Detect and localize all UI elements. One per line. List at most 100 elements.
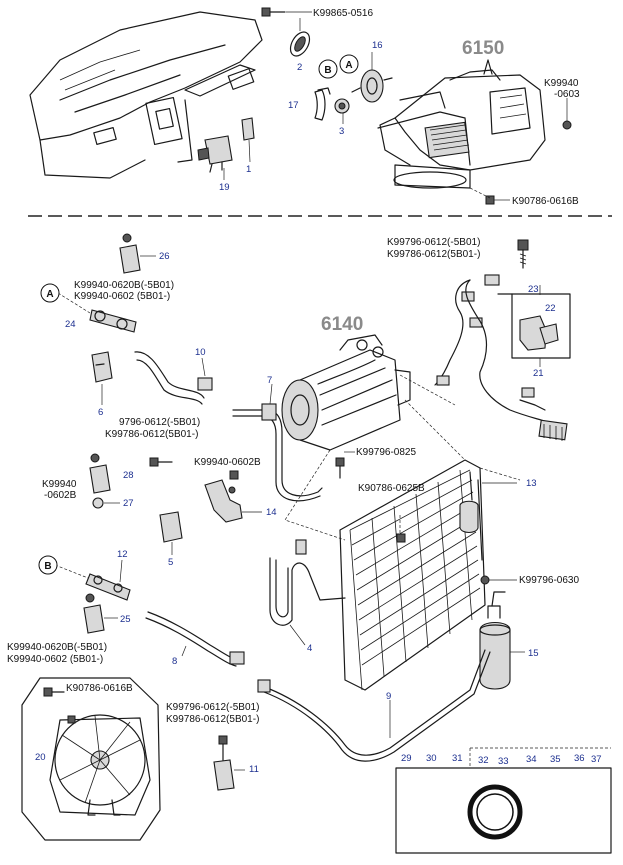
part-20-fan bbox=[21, 677, 161, 841]
item-number-29: 29 bbox=[401, 753, 412, 764]
svg-text:A: A bbox=[345, 60, 352, 71]
item-number-28: 28 bbox=[123, 470, 134, 481]
item-number-26: 26 bbox=[159, 251, 170, 262]
code-k99940-left: K99940 bbox=[42, 479, 77, 490]
item-number-12: 12 bbox=[117, 549, 128, 560]
assembly-code-6150: 6150 bbox=[462, 38, 504, 59]
svg-text:B: B bbox=[324, 65, 331, 76]
item-number-24: 24 bbox=[65, 319, 76, 330]
item-number-6: 6 bbox=[98, 407, 103, 418]
part-18-harness bbox=[434, 274, 568, 441]
part-21-switch-box bbox=[497, 285, 571, 367]
item-number-21: 21 bbox=[533, 368, 544, 379]
code-k99940-0602-lower: K99940-0602 (5B01-) bbox=[7, 654, 103, 665]
item-number-5: 5 bbox=[168, 557, 173, 568]
code-9796-0612: 9796-0612(-5B01) bbox=[119, 417, 200, 428]
item-number-15: 15 bbox=[528, 648, 539, 659]
item-number-37: 37 bbox=[591, 754, 602, 765]
code-k99796-0825: K99796-0825 bbox=[356, 447, 416, 458]
ref-circle-a-top: A bbox=[339, 54, 359, 74]
item-number-33: 33 bbox=[498, 756, 509, 767]
bracket-bolt bbox=[335, 451, 355, 479]
code-0602b-left: -0602B bbox=[44, 490, 77, 501]
part-25-clamp bbox=[83, 593, 118, 634]
svg-text:B: B bbox=[44, 561, 51, 572]
part-3-actuator bbox=[334, 98, 350, 124]
item-number-23: 23 bbox=[528, 284, 539, 295]
part-2-gasket bbox=[289, 18, 311, 57]
item-number-32: 32 bbox=[478, 755, 489, 766]
code-k99796-0612-bottom: K99796-0612(-5B01) bbox=[166, 702, 259, 713]
code-k90786-0625b: K90786-0625B bbox=[358, 483, 425, 494]
part-10-hose bbox=[134, 351, 213, 405]
heater-unit-6150 bbox=[377, 59, 572, 205]
bolt-condenser bbox=[396, 515, 406, 543]
assembly-code-6140: 6140 bbox=[321, 314, 363, 335]
item-number-16: 16 bbox=[372, 40, 383, 51]
item-number-36: 36 bbox=[574, 753, 585, 764]
part-5-clip bbox=[159, 511, 183, 555]
ref-circle-b-top: B bbox=[318, 59, 338, 79]
part-1-bracket bbox=[241, 117, 255, 163]
item-number-3: 3 bbox=[339, 126, 344, 137]
item-number-30: 30 bbox=[426, 753, 437, 764]
code-k99786-0612-right: K99786-0612(5B01-) bbox=[387, 249, 480, 260]
item-number-7: 7 bbox=[267, 375, 272, 386]
item-number-9: 9 bbox=[386, 691, 391, 702]
bolt-left-mid bbox=[149, 457, 173, 467]
part-15-receiver-drier bbox=[479, 575, 525, 690]
item-number-8: 8 bbox=[172, 656, 177, 667]
item-number-20: 20 bbox=[35, 752, 46, 763]
part-6-clip bbox=[91, 351, 113, 405]
item-number-11: 11 bbox=[249, 764, 259, 775]
part-16-motor bbox=[351, 52, 393, 103]
item-number-25: 25 bbox=[120, 614, 131, 625]
item-number-35: 35 bbox=[550, 754, 561, 765]
item-number-13: 13 bbox=[526, 478, 537, 489]
part-19-resistor bbox=[197, 135, 233, 180]
code-k99940-0602b: K99940-0602B bbox=[194, 457, 261, 468]
item-number-1: 1 bbox=[246, 164, 251, 175]
dashboard-drawing bbox=[29, 11, 263, 179]
code-k90786-0616b-top: K90786-0616B bbox=[512, 196, 579, 207]
code-k99940-top: K99940 bbox=[544, 78, 579, 89]
ref-circle-b-left: B bbox=[38, 555, 58, 575]
code-k99786-0612-bottom: K99786-0612(5B01-) bbox=[166, 714, 259, 725]
part-11-clamp bbox=[213, 735, 245, 791]
item-number-34: 34 bbox=[526, 754, 537, 765]
item-number-2: 2 bbox=[297, 62, 302, 73]
item-number-27: 27 bbox=[123, 498, 134, 509]
code-k99796-0612-right: K99796-0612(-5B01) bbox=[387, 237, 480, 248]
item-number-31: 31 bbox=[452, 753, 463, 764]
part-23-bolt bbox=[517, 239, 529, 269]
part-14-bracket bbox=[204, 479, 262, 523]
part-12-valve bbox=[54, 559, 131, 601]
part-26-clamp bbox=[119, 233, 156, 274]
code-k99940-0620b-upper: K99940-0620B(-5B01) bbox=[74, 280, 174, 291]
code-k99786-0612-mid: K99786-0612(5B01-) bbox=[105, 429, 198, 440]
svg-text:A: A bbox=[46, 289, 53, 300]
code-k90786-0616b-fan: K90786-0616B bbox=[66, 683, 133, 694]
code-k99940-0602-upper: K99940-0602 (5B01-) bbox=[74, 291, 170, 302]
item-number-14: 14 bbox=[266, 507, 277, 518]
part-9-pipe bbox=[257, 649, 491, 762]
part-4-pipe bbox=[269, 539, 346, 646]
part-24-valve bbox=[57, 292, 137, 333]
code-k99940-0620b-lower: K99940-0620B(-5B01) bbox=[7, 642, 107, 653]
oring-inset bbox=[395, 747, 612, 854]
code-0603: -0603 bbox=[554, 89, 580, 100]
bolt-mid bbox=[229, 470, 239, 480]
compressor-6140 bbox=[281, 334, 411, 451]
item-number-22: 22 bbox=[545, 303, 556, 314]
item-number-10: 10 bbox=[195, 347, 206, 358]
code-k99865-0516: K99865-0516 bbox=[313, 8, 373, 19]
ref-circle-a-left: A bbox=[40, 283, 60, 303]
item-number-19: 19 bbox=[219, 182, 230, 193]
part-27-washer bbox=[92, 497, 120, 509]
item-number-4: 4 bbox=[307, 643, 312, 654]
part-7-hose bbox=[232, 383, 323, 502]
item-number-17: 17 bbox=[288, 100, 299, 111]
part-8-hose bbox=[145, 611, 245, 667]
part-28-clamp bbox=[89, 453, 111, 494]
